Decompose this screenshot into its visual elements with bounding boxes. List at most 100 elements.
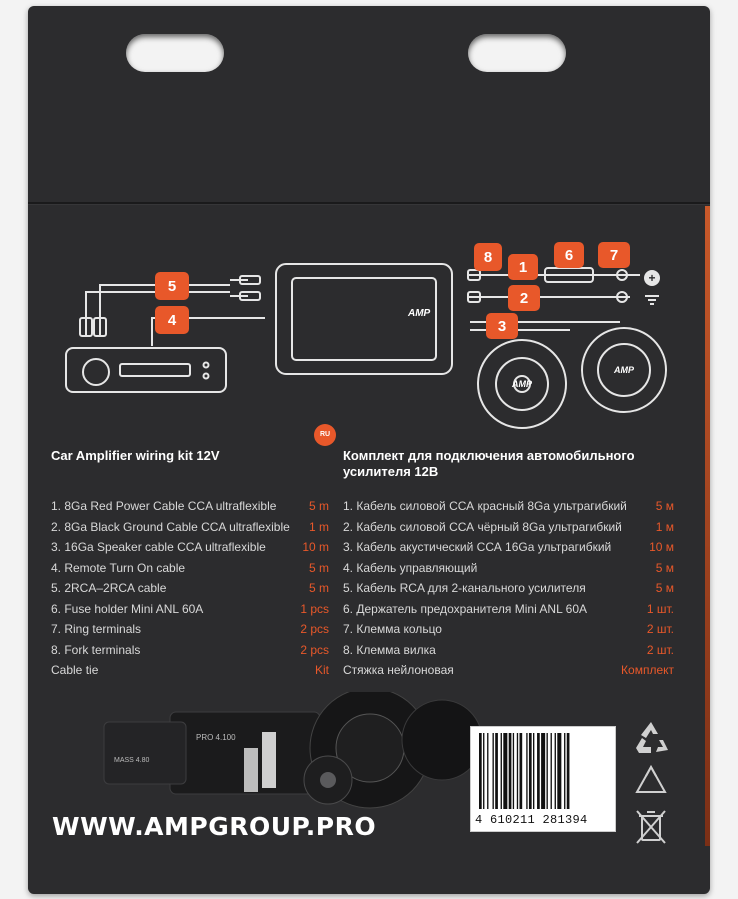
hang-hole-right xyxy=(468,34,566,72)
item-label: 4. Remote Turn On cable xyxy=(51,560,186,575)
list-item: 6. Fuse holder Mini ANL 60A 1 pcs xyxy=(51,599,329,620)
item-label: 5. Кабель RCA для 2-канального усилителя xyxy=(343,581,586,595)
item-quantity: Kit xyxy=(314,663,329,677)
barcode-bar xyxy=(516,733,519,809)
barcode-bar xyxy=(512,733,515,809)
svg-text:4: 4 xyxy=(168,312,177,329)
list-item: 8. Fork terminals 2 pcs xyxy=(51,640,329,661)
amp-logo-speaker-left: AMP xyxy=(511,379,533,389)
barcode-bar xyxy=(554,733,556,809)
list-item: 7. Клемма кольцо 2 шт. xyxy=(343,619,674,640)
list-item: Стяжка нейлоновая Комплект xyxy=(343,660,674,681)
svg-text:2: 2 xyxy=(520,290,528,307)
barcode-bar xyxy=(492,733,494,809)
fold-line xyxy=(28,202,710,204)
badge-ground-cable: 2 xyxy=(508,285,540,311)
amp-logo-amplifier: AMP xyxy=(407,308,431,319)
svg-text:7: 7 xyxy=(610,247,618,264)
barcode-bar xyxy=(483,733,485,809)
list-item: 1. Кабель силовой ССА красный 8Ga ультра… xyxy=(343,496,674,517)
item-quantity: 10 m xyxy=(302,540,329,554)
item-label: 6. Держатель предохранителя Mini ANL 60A xyxy=(343,601,588,616)
list-item: Cable tie Kit xyxy=(51,660,329,681)
item-label: 1. Кабель силовой ССА красный 8Ga ультра… xyxy=(343,499,627,513)
item-label: 2. 8Ga Black Ground Cable CCA ultraflexi… xyxy=(51,519,290,534)
barcode-bar xyxy=(508,733,512,809)
item-label: Cable tie xyxy=(51,663,99,677)
item-label: 4. Кабель управляющий xyxy=(343,560,478,575)
list-item: 3. Кабель акустический ССА 16Ga ультраги… xyxy=(343,537,674,558)
list-item: 4. Кабель управляющий 5 м xyxy=(343,558,674,579)
hang-hole-left xyxy=(126,34,224,72)
badge-fuse-holder: 6 xyxy=(554,242,584,268)
item-label: 3. 16Ga Speaker cable CCA ultraflexible xyxy=(51,540,266,554)
barcode-bar xyxy=(537,733,540,809)
barcode-bar xyxy=(526,733,528,809)
barcode-bar xyxy=(550,733,552,809)
item-label: 2. Кабель силовой ССА чёрный 8Ga ультраг… xyxy=(343,519,622,534)
badge-speaker-cable: 3 xyxy=(486,313,518,339)
badge-rca-cable: 5 xyxy=(155,272,189,300)
crossed-bin-icon xyxy=(636,810,666,844)
list-item: 5. 2RCA–2RCA cable 5 m xyxy=(51,578,329,599)
svg-text:1: 1 xyxy=(519,259,527,276)
barcode-digits: 4 610211 281394 xyxy=(475,813,588,827)
badge-power-cable: 1 xyxy=(508,254,538,280)
product-photo: PRO 4.100 MASS 4.80 xyxy=(103,692,482,809)
svg-text:8: 8 xyxy=(484,249,492,266)
svg-text:5: 5 xyxy=(168,278,176,295)
head-unit xyxy=(65,347,227,393)
barcode-bars xyxy=(479,733,570,809)
item-label: 8. Fork terminals xyxy=(51,642,141,657)
item-quantity: 1 шт. xyxy=(646,601,674,616)
barcode-bar xyxy=(495,733,498,809)
head-unit-knob xyxy=(82,358,110,386)
contents-list-ru: Комплект для подключения автомобильного … xyxy=(343,448,674,681)
language-badge: RU xyxy=(314,424,336,446)
barcode-bar xyxy=(503,733,508,809)
website-url: WWW.AMPGROUP.PRO xyxy=(52,812,377,841)
speaker-right xyxy=(581,327,667,413)
item-label: 6. Fuse holder Mini ANL 60A xyxy=(51,601,204,616)
item-quantity: 2 шт. xyxy=(646,642,674,657)
item-quantity: 2 шт. xyxy=(646,622,674,636)
box-edge xyxy=(705,206,710,846)
svg-text:6: 6 xyxy=(565,247,573,264)
svg-text:3: 3 xyxy=(498,318,506,335)
wiring-diagram: + AMP AMP AMP 5 4 8 1 6 7 2 3 xyxy=(65,242,667,429)
badge-fork-terminal: 8 xyxy=(474,243,502,271)
speaker-left xyxy=(477,339,567,429)
product-label-pro: PRO 4.100 xyxy=(196,733,236,742)
item-quantity: 1 м xyxy=(655,519,674,534)
item-quantity: 2 pcs xyxy=(300,642,329,657)
svg-text:+: + xyxy=(648,271,655,285)
list-item: 2. Кабель силовой ССА чёрный 8Ga ультраг… xyxy=(343,517,674,538)
item-quantity: 5 м xyxy=(655,560,674,575)
item-label: Стяжка нейлоновая xyxy=(343,663,454,677)
barcode-bar xyxy=(479,733,482,809)
item-label: 5. 2RCA–2RCA cable xyxy=(51,581,167,595)
item-label: 7. Клемма кольцо xyxy=(343,622,442,636)
item-quantity: 1 pcs xyxy=(300,601,329,616)
item-quantity: 5 м xyxy=(655,581,674,595)
barcode-bar xyxy=(487,733,489,809)
barcode-bar xyxy=(519,733,523,809)
barcode-bar xyxy=(557,733,562,809)
item-quantity: 5 m xyxy=(308,560,329,575)
barcode: 4 610211 281394 xyxy=(470,726,616,832)
contents-list-en: Car Amplifier wiring kit 12V 1. 8Ga Red … xyxy=(51,448,329,681)
item-quantity: Комплект xyxy=(621,663,674,677)
item-label: 1. 8Ga Red Power Cable CCA ultraflexible xyxy=(51,499,277,513)
kit-title-en: Car Amplifier wiring kit 12V xyxy=(51,448,220,463)
amplifier xyxy=(275,263,453,375)
barcode-bar xyxy=(528,733,532,809)
barcode-bar xyxy=(566,733,570,809)
item-quantity: 5 m xyxy=(308,581,329,595)
barcode-bar xyxy=(546,733,548,809)
barcode-bar xyxy=(533,733,535,809)
recycle-outline-icon xyxy=(635,764,667,793)
barcode-bar xyxy=(541,733,546,809)
list-item: 1. 8Ga Red Power Cable CCA ultraflexible… xyxy=(51,496,329,517)
